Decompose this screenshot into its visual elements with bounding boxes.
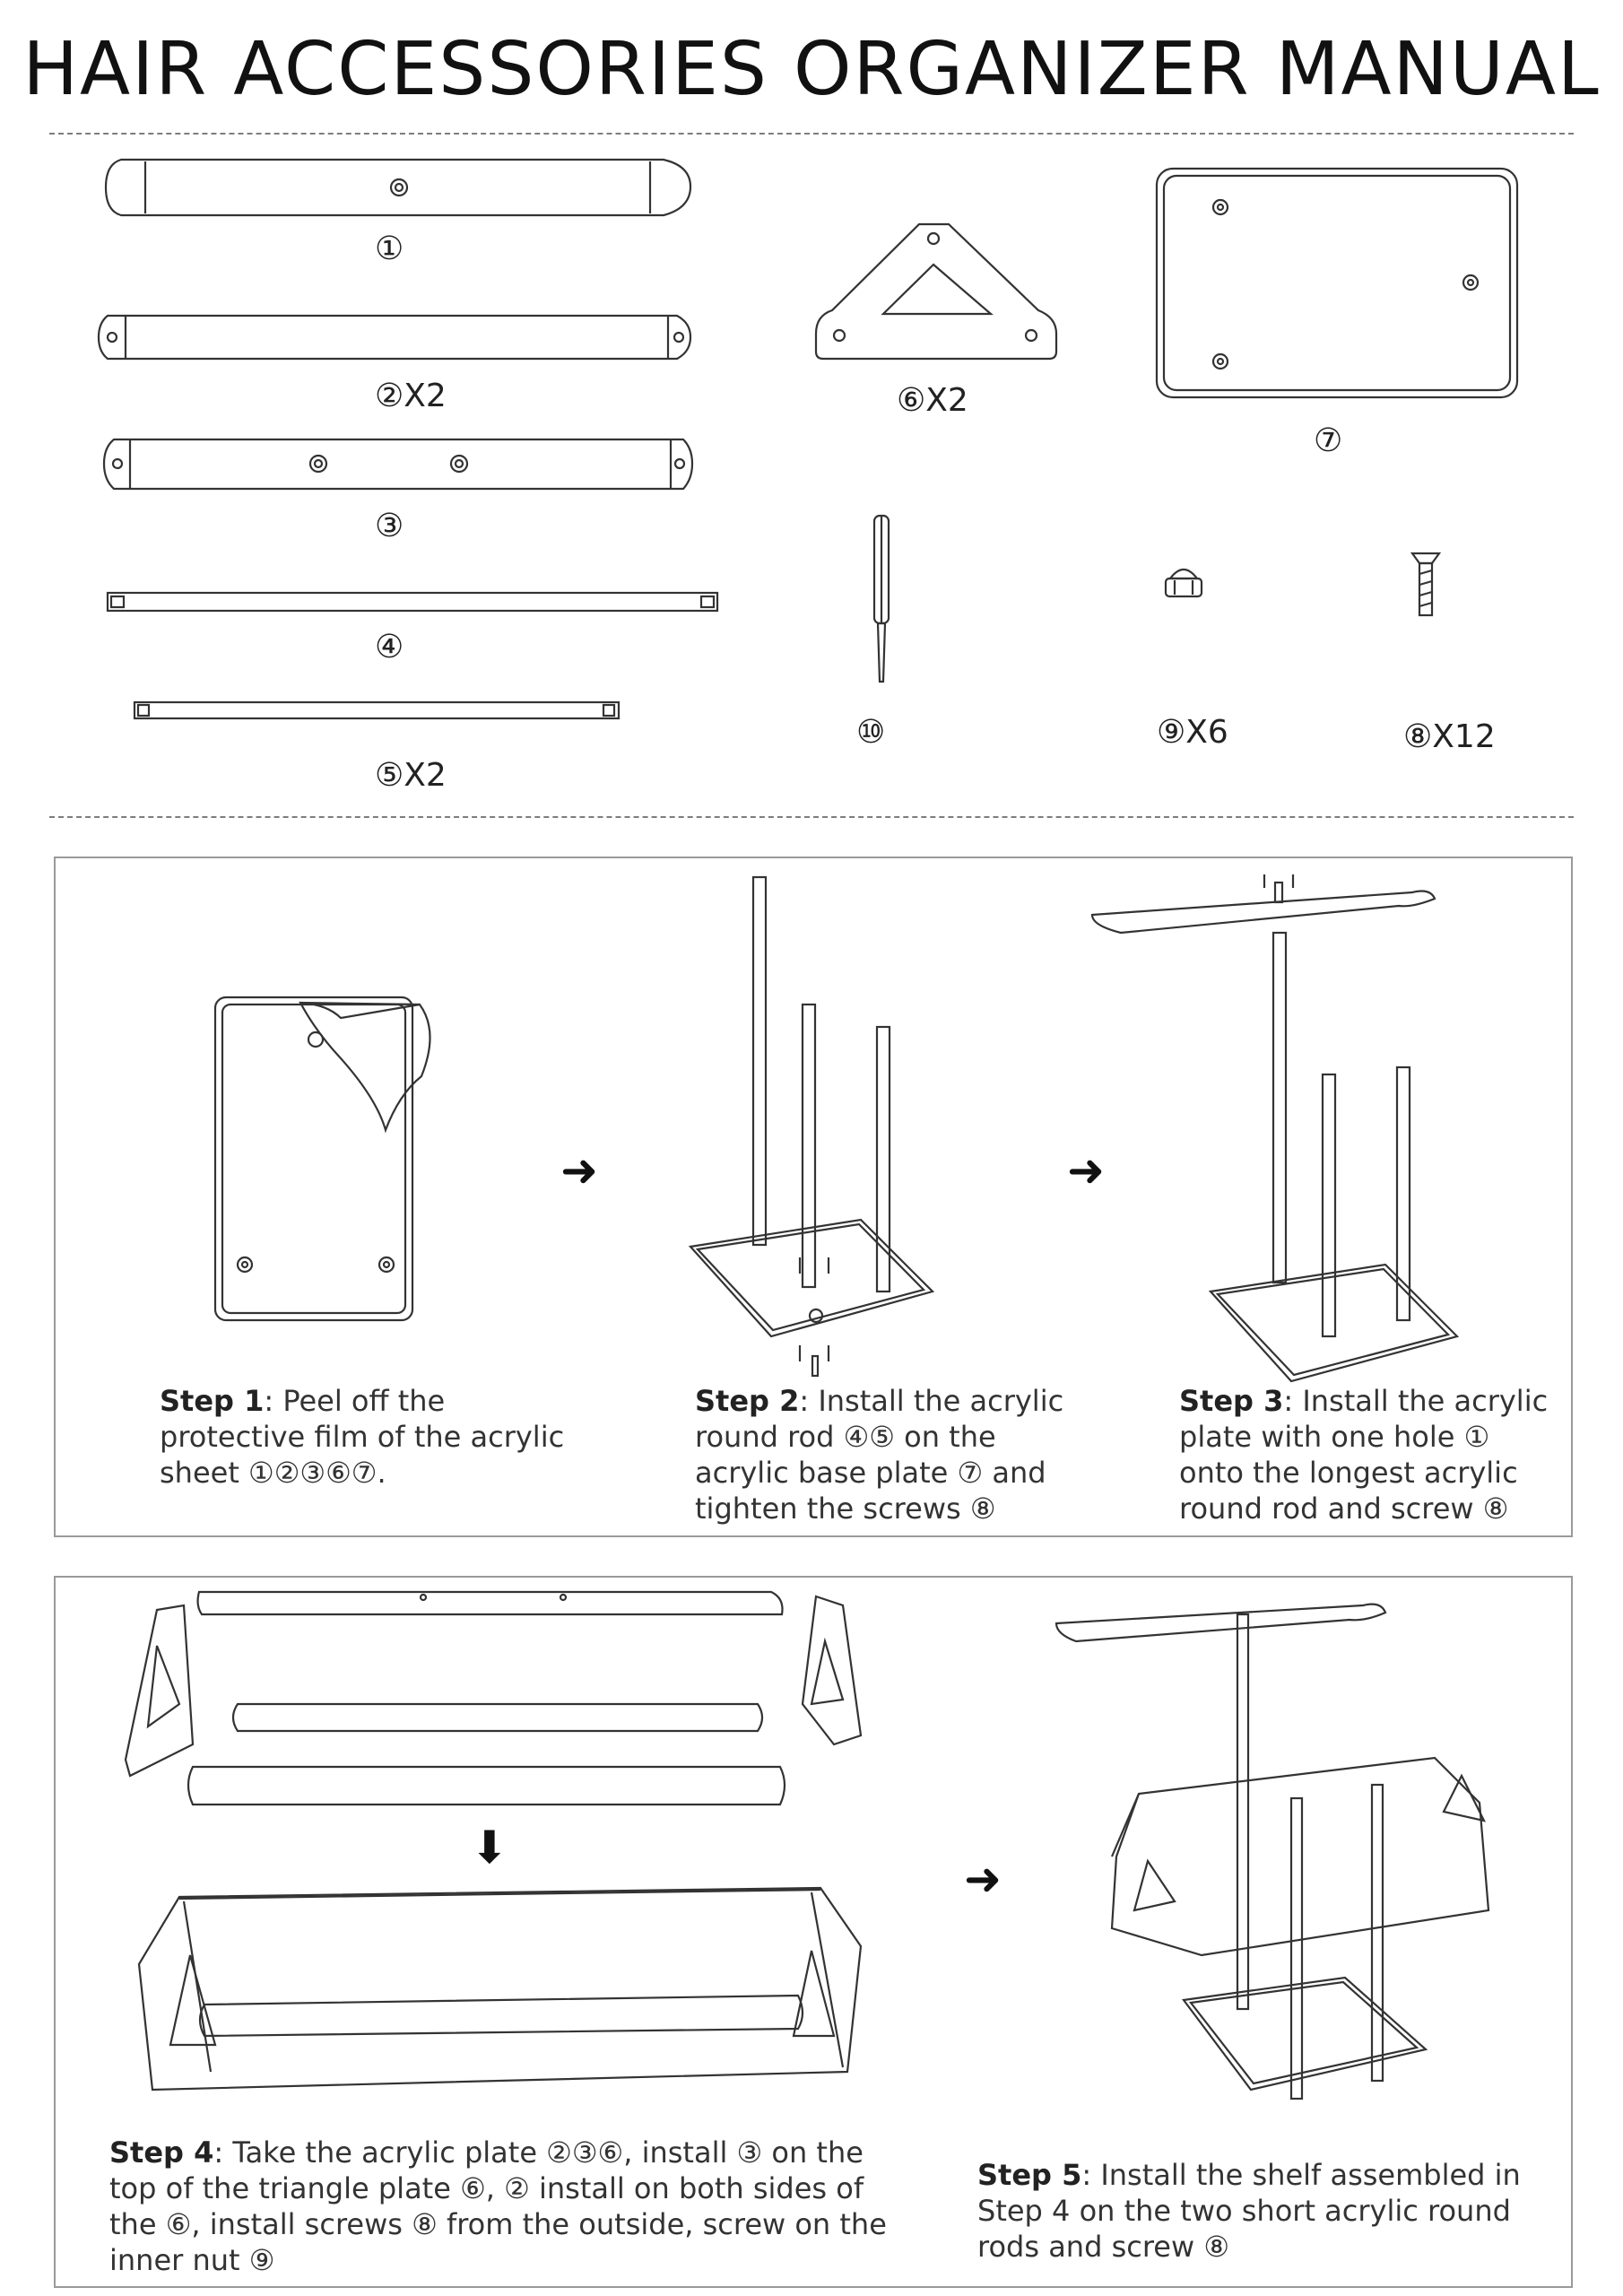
part-9-nut <box>1164 568 1203 598</box>
step-3-body: : Install the acrylic plate with one hol… <box>1179 1384 1549 1526</box>
step-1-body: : Peel off the protective film of the ac… <box>160 1384 565 1490</box>
step-1-name: Step 1 <box>160 1384 265 1418</box>
step-3-text: Step 3: Install the acrylic plate with o… <box>1179 1383 1560 1526</box>
part-3-label: ③ <box>375 508 404 544</box>
part-4-rod <box>106 591 719 613</box>
part-6-triangle-plate <box>814 222 1058 361</box>
page-title: HAIR ACCESSORIES ORGANIZER MANUAL <box>22 27 1601 112</box>
part-2-label: ②X2 <box>375 378 447 414</box>
part-10-screwdriver <box>872 514 890 683</box>
step-5-name: Step 5 <box>977 2158 1082 2192</box>
part-10-label: ⑩ <box>856 714 886 751</box>
part-4-label: ④ <box>375 629 404 665</box>
mid-divider <box>49 816 1574 818</box>
part-5-label: ⑤X2 <box>375 757 447 794</box>
part-7-label: ⑦ <box>1314 422 1343 459</box>
part-6-label: ⑥X2 <box>897 382 968 419</box>
step-3-name: Step 3 <box>1179 1384 1284 1418</box>
arrow-step1-to-step2: ➜ <box>560 1144 598 1196</box>
steps-1-3-panel <box>54 857 1573 1537</box>
part-1-label: ① <box>375 230 404 267</box>
step-4-text: Step 4: Take the acrylic plate ②③⑥, inst… <box>109 2135 890 2278</box>
arrow-step4-to-step5: ➜ <box>964 1853 1002 1905</box>
step-1-text: Step 1: Peel off the protective film of … <box>160 1383 581 1491</box>
top-divider <box>49 133 1574 135</box>
part-9-label: ⑨X6 <box>1157 714 1228 751</box>
parts-illustrations <box>97 158 1519 720</box>
part-8-screw <box>1410 552 1442 617</box>
step-2-body: : Install the acrylic round rod ④⑤ on th… <box>695 1384 1064 1526</box>
step-4-body: : Take the acrylic plate ②③⑥, install ③ … <box>109 2135 887 2277</box>
step-2-text: Step 2: Install the acrylic round rod ④⑤… <box>695 1383 1089 1526</box>
part-7-base-plate <box>1155 167 1519 399</box>
step-2-name: Step 2 <box>695 1384 800 1418</box>
part-1-plate <box>104 158 692 217</box>
part-2-plate <box>97 314 692 361</box>
arrow-step2-to-step3: ➜ <box>1067 1144 1105 1196</box>
step-5-body: : Install the shelf assembled in Step 4 … <box>977 2158 1521 2264</box>
part-8-label: ⑧X12 <box>1403 718 1496 755</box>
arrow-step4-down: ⬇ <box>471 1822 508 1874</box>
part-5-rod <box>133 700 621 720</box>
part-3-plate <box>102 438 694 491</box>
step-4-name: Step 4 <box>109 2135 214 2170</box>
step-5-text: Step 5: Install the shelf assembled in S… <box>977 2157 1560 2265</box>
